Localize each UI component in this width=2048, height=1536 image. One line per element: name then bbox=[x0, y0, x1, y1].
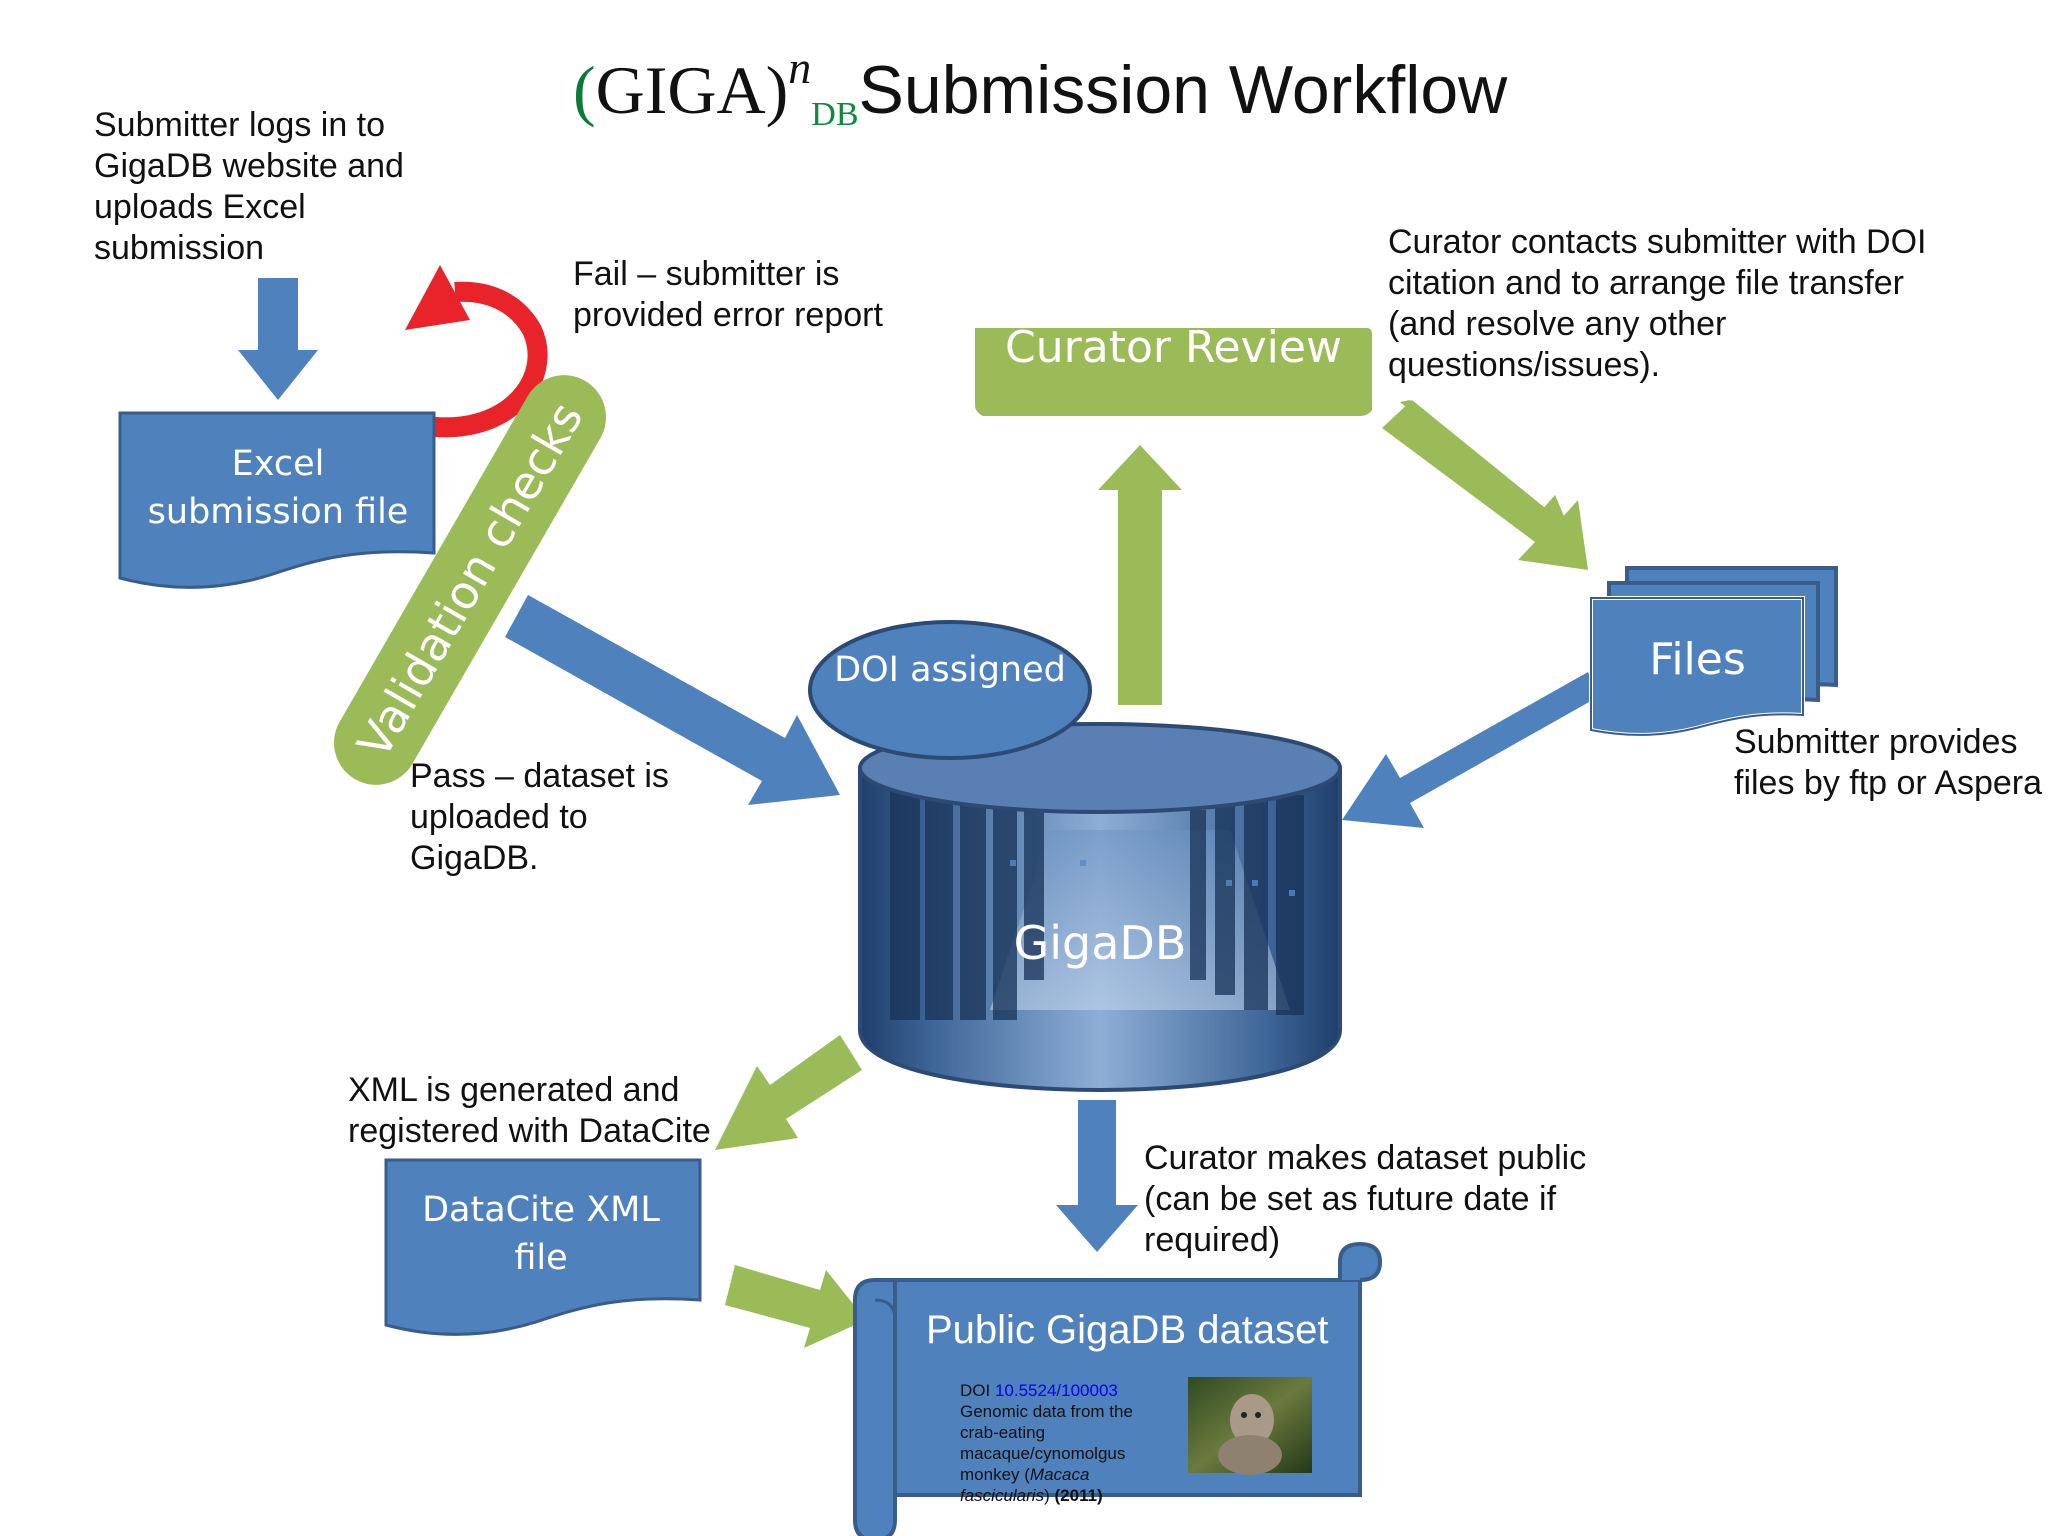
datacite-label: DataCite XML file bbox=[422, 1190, 660, 1278]
note-curator-contacts: Curator contacts submitter with DOI cita… bbox=[1388, 223, 1927, 384]
gigadb-logo: (GIGA)nDB bbox=[573, 42, 859, 133]
gigadb-label: GigaDB bbox=[1013, 916, 1187, 970]
gigadb-cylinder bbox=[858, 722, 1342, 1092]
arrow-datacite-to-public bbox=[725, 1265, 866, 1348]
arrow-files-to-gigadb bbox=[1342, 672, 1598, 828]
arrow-gigadb-to-public bbox=[1056, 1100, 1138, 1252]
doi-ellipse bbox=[808, 620, 1092, 760]
note-submitter-files: Submitter provides files by ftp or Asper… bbox=[1734, 723, 2043, 802]
note-xml-generated: XML is generated and registered with Dat… bbox=[348, 1071, 711, 1150]
doi-prefix: DOI bbox=[960, 1381, 991, 1400]
fail-return-arrow bbox=[418, 281, 548, 438]
excel-label: Excel submission file bbox=[147, 444, 409, 532]
dataset-card: DOI 10.5524/100003 Genomic data from the… bbox=[960, 1381, 1133, 1505]
note-fail: Fail – submitter is provided error repor… bbox=[573, 255, 883, 334]
doi-link[interactable]: 10.5524/100003 bbox=[994, 1381, 1118, 1400]
excel-document-shape bbox=[118, 411, 436, 589]
datacite-document-shape bbox=[384, 1158, 702, 1336]
title-text: Submission Workflow bbox=[858, 52, 1508, 128]
page-title: (GIGA)nDBSubmission Workflow bbox=[573, 42, 1508, 143]
arrow-login-to-excel bbox=[238, 278, 318, 400]
arrow-gigadb-to-datacite bbox=[715, 1035, 862, 1150]
dataset-description: Genomic data from the crab-eating macaqu… bbox=[960, 1402, 1133, 1484]
dataset-year: (2011) bbox=[1054, 1486, 1103, 1505]
macaque-photo bbox=[1188, 1377, 1312, 1475]
validation-checks-shape bbox=[334, 375, 606, 785]
doi-label: DOI assigned bbox=[834, 650, 1066, 690]
curator-review-shape bbox=[975, 328, 1372, 416]
arrow-validation-to-gigadb bbox=[505, 595, 840, 805]
files-stack-shape bbox=[1589, 566, 1838, 737]
files-label: Files bbox=[1649, 634, 1746, 685]
arrow-review-to-files-body bbox=[1382, 400, 1588, 570]
curator-review-label: Curator Review bbox=[1005, 322, 1342, 373]
fail-arrow-head bbox=[405, 265, 470, 330]
public-dataset-title: Public GigaDB dataset bbox=[926, 1308, 1329, 1352]
note-curator-public: Curator makes dataset public (can be set… bbox=[1144, 1139, 1587, 1259]
note-submitter-login: Submitter logs in to GigaDB website and … bbox=[94, 106, 404, 267]
species-name: Macaca fascicularis bbox=[960, 1465, 1090, 1505]
arrow-gigadb-to-review bbox=[1098, 445, 1182, 705]
note-pass: Pass – dataset is uploaded to GigaDB. bbox=[410, 757, 669, 877]
